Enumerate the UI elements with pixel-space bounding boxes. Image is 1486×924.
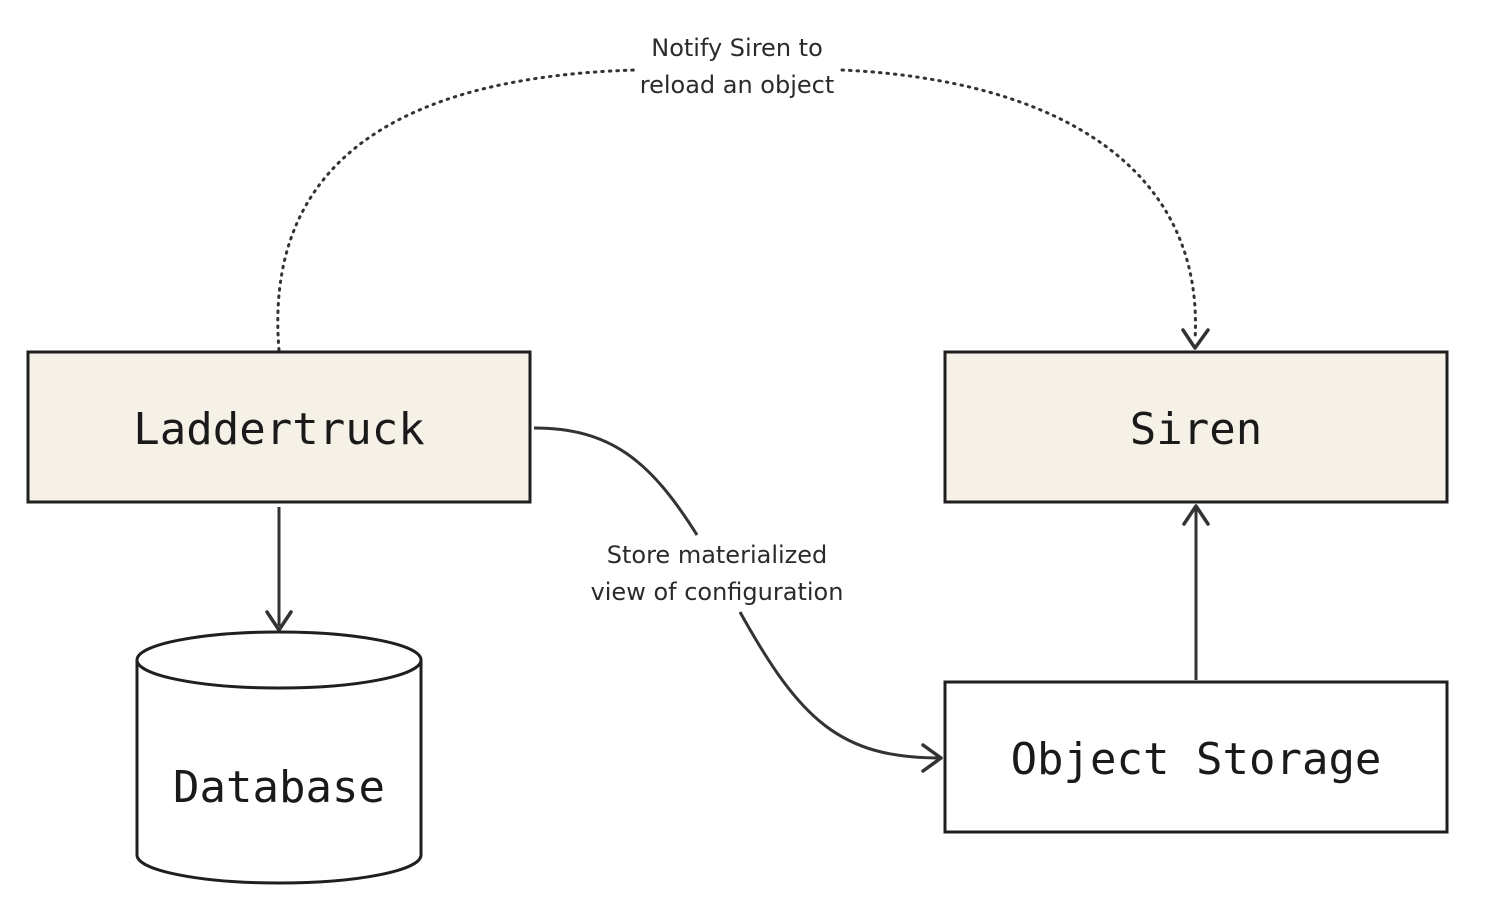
node-object-storage-label: Object Storage xyxy=(1011,734,1382,785)
edge-storage-siren xyxy=(1182,504,1210,680)
node-siren[interactable]: Siren xyxy=(943,350,1449,504)
edge-laddertruck-database xyxy=(265,507,293,632)
node-database[interactable]: Database xyxy=(135,630,423,885)
edge-notify-siren-arrowhead xyxy=(1181,328,1210,350)
edge-notify-siren-line xyxy=(276,68,637,352)
edge-notify-siren xyxy=(276,68,1210,352)
edge-store-label: Store materialized view of configuration xyxy=(591,541,844,606)
edge-storage-siren-arrowhead xyxy=(1182,504,1210,526)
edge-notify-label-line1: Notify Siren to xyxy=(651,34,823,62)
node-object-storage-box[interactable] xyxy=(943,680,1449,834)
edge-notify-label: Notify Siren to reload an object xyxy=(640,34,835,99)
node-laddertruck-label: Laddertruck xyxy=(133,404,424,455)
node-database-label: Database xyxy=(173,762,385,813)
node-siren-box[interactable] xyxy=(943,350,1449,504)
node-siren-label: Siren xyxy=(1130,404,1262,455)
edge-notify-siren-line-2 xyxy=(840,68,1197,342)
edge-notify-label-line2: reload an object xyxy=(640,71,835,99)
edge-store-config-arrowhead xyxy=(921,743,943,773)
node-object-storage[interactable]: Object Storage xyxy=(943,680,1449,834)
node-laddertruck-box[interactable] xyxy=(26,350,532,504)
database-cylinder-body[interactable] xyxy=(135,660,423,885)
edge-store-label-line2: view of configuration xyxy=(591,578,844,606)
node-laddertruck[interactable]: Laddertruck xyxy=(26,350,532,504)
edge-laddertruck-database-arrowhead xyxy=(265,610,293,632)
database-cylinder-top xyxy=(135,630,423,690)
edge-store-config-line-1 xyxy=(533,426,699,536)
edge-store-label-line1: Store materialized xyxy=(607,541,828,569)
edge-store-config xyxy=(533,426,943,773)
edge-store-config-line-2 xyxy=(738,611,941,760)
